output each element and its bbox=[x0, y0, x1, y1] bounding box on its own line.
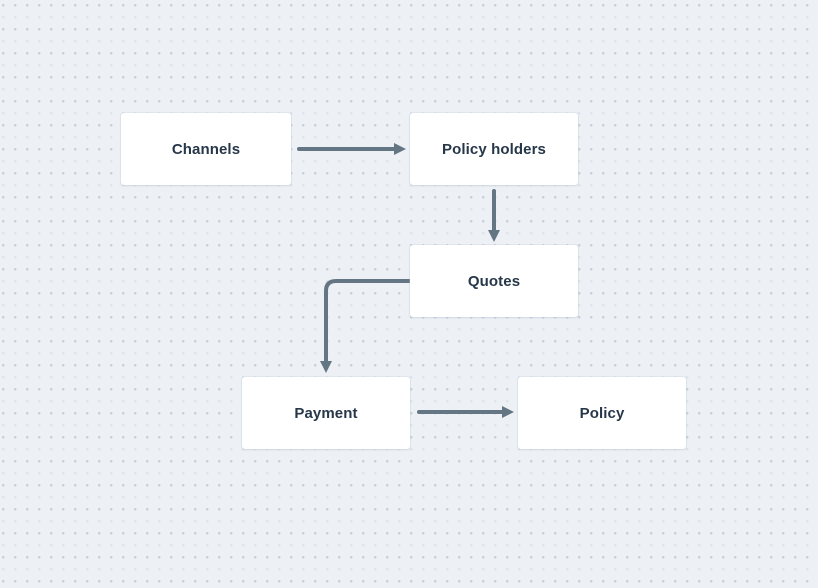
edge-quotes-to-payment[interactable] bbox=[320, 279, 412, 373]
node-channels[interactable]: Channels bbox=[121, 113, 291, 185]
node-quotes[interactable]: Quotes bbox=[410, 245, 578, 317]
node-policy-label: Policy bbox=[579, 404, 625, 422]
node-channels-label: Channels bbox=[171, 140, 241, 158]
node-policy-holders[interactable]: Policy holders bbox=[410, 113, 578, 185]
node-policy[interactable]: Policy bbox=[518, 377, 686, 449]
node-policy-holders-label: Policy holders bbox=[442, 140, 546, 158]
node-quotes-label: Quotes bbox=[467, 272, 521, 290]
node-payment[interactable]: Payment bbox=[242, 377, 410, 449]
node-payment-label: Payment bbox=[294, 404, 358, 422]
